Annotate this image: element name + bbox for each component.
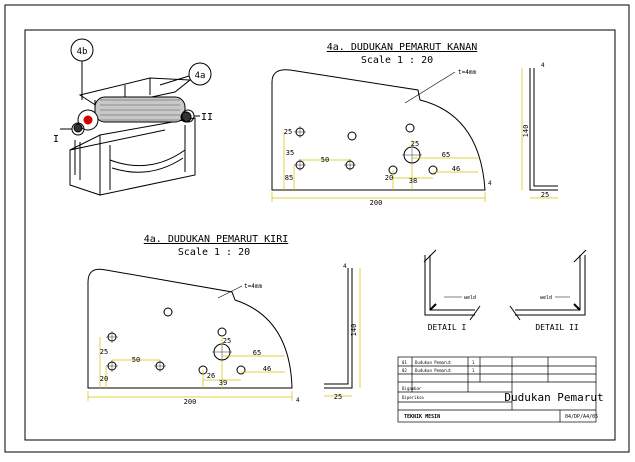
hole <box>347 131 357 141</box>
dim-label: 35 <box>286 149 294 157</box>
hole <box>405 123 415 133</box>
detail-1-label: DETAIL I <box>428 323 467 332</box>
dim-label: 20 <box>100 375 108 383</box>
right-plate-outline <box>271 69 486 191</box>
dim-label: 25 <box>100 348 108 356</box>
sheet-number: 04/DP/A4/05 <box>565 414 598 420</box>
dim-label: 46 <box>263 365 271 373</box>
inner-border <box>24 29 616 441</box>
left-side-width: 25 <box>334 393 342 401</box>
outer-border <box>4 4 630 453</box>
isometric-assembly <box>69 77 196 196</box>
dim-label: 46 <box>452 165 460 173</box>
detail-1-weld-note: weld <box>464 295 476 301</box>
balloon-4b: 4b <box>70 38 94 100</box>
hole <box>428 165 438 175</box>
detail-1-drawing <box>423 249 481 321</box>
detail-callout-2: II <box>181 109 213 123</box>
dim-label: 50 <box>132 356 140 364</box>
left-side-profile <box>324 268 353 389</box>
left-thickness-note: t=4mm <box>244 283 262 290</box>
detail-callout-1: I <box>53 122 85 145</box>
row-2-no: 02 <box>402 368 407 373</box>
dim-label: 200 <box>370 199 383 207</box>
hole <box>163 307 173 317</box>
right-centerlines <box>294 126 422 171</box>
detail-callout-1-label: I <box>53 134 59 145</box>
dim-label: 25 <box>411 140 419 148</box>
left-view-scale: Scale 1 : 20 <box>178 247 250 258</box>
right-side-thickness: 4 <box>541 62 545 69</box>
hole <box>217 327 227 337</box>
left-thickness-leader <box>217 285 243 299</box>
detail-2-weld-note: weld <box>540 295 552 301</box>
left-dim-labels: 200 25 20 50 65 46 39 25 26 <box>100 337 271 406</box>
dim-label: 38 <box>409 177 417 185</box>
left-thickness-marker: 4 <box>296 397 300 404</box>
row-2-qty: 1 <box>472 368 475 373</box>
row-1-no: 01 <box>402 360 407 365</box>
right-thickness-leader <box>404 71 456 104</box>
right-thickness-note: t=4mm <box>458 69 476 76</box>
right-side-height: 140 <box>522 125 530 138</box>
right-side-profile <box>529 68 558 191</box>
left-dimensions <box>87 336 293 401</box>
row-2-name: Dudukan Pemarut <box>415 368 452 373</box>
right-dim-labels: 200 25 35 85 50 65 46 38 25 20 <box>284 128 460 207</box>
detail-2-drawing <box>509 249 587 321</box>
right-side-dims <box>521 68 558 199</box>
left-side-height: 140 <box>350 324 358 337</box>
left-view-title: 4a. DUDUKAN PEMARUT KIRI <box>144 234 289 245</box>
checked-by: Diperiksa <box>402 395 424 400</box>
dim-label: 65 <box>253 349 261 357</box>
right-thickness-marker: 4 <box>488 180 492 187</box>
dim-label: 25 <box>284 128 292 136</box>
left-side-thickness: 4 <box>343 263 347 270</box>
drawing-title: Dudukan Pemarut <box>504 391 603 404</box>
detail-2-label: DETAIL II <box>535 323 579 332</box>
dim-label: 50 <box>321 156 329 164</box>
left-centerlines <box>106 331 232 372</box>
left-side-dims <box>324 268 361 397</box>
detail-callout-2-label: II <box>201 112 213 123</box>
right-view-scale: Scale 1 : 20 <box>361 55 433 66</box>
company-name: TEKNIK MESIN <box>404 414 440 420</box>
balloon-4a-label: 4a <box>195 71 206 81</box>
title-block <box>397 356 597 423</box>
dim-label: 20 <box>385 174 393 182</box>
dim-label: 26 <box>207 372 215 380</box>
dim-label: 85 <box>285 174 293 182</box>
right-holes <box>295 123 438 175</box>
hole <box>236 365 246 375</box>
left-plate-outline <box>87 268 293 389</box>
right-side-width: 25 <box>541 191 549 199</box>
dim-label: 200 <box>184 398 197 406</box>
dim-label: 25 <box>223 337 231 345</box>
right-dimensions <box>271 132 486 202</box>
balloon-4b-label: 4b <box>77 47 88 57</box>
dim-label: 65 <box>442 151 450 159</box>
right-view-title: 4a. DUDUKAN PEMARUT KANAN <box>327 42 478 53</box>
drawn-by: Digambar <box>402 386 422 391</box>
row-1-name: Dudukan Pemarut <box>415 360 452 365</box>
row-1-qty: 1 <box>472 360 475 365</box>
dim-label: 39 <box>219 379 227 387</box>
title-block-text: 01 Dudukan Pemarut 1 02 Dudukan Pemarut … <box>402 360 598 420</box>
balloon-4a: 4a <box>159 62 212 86</box>
